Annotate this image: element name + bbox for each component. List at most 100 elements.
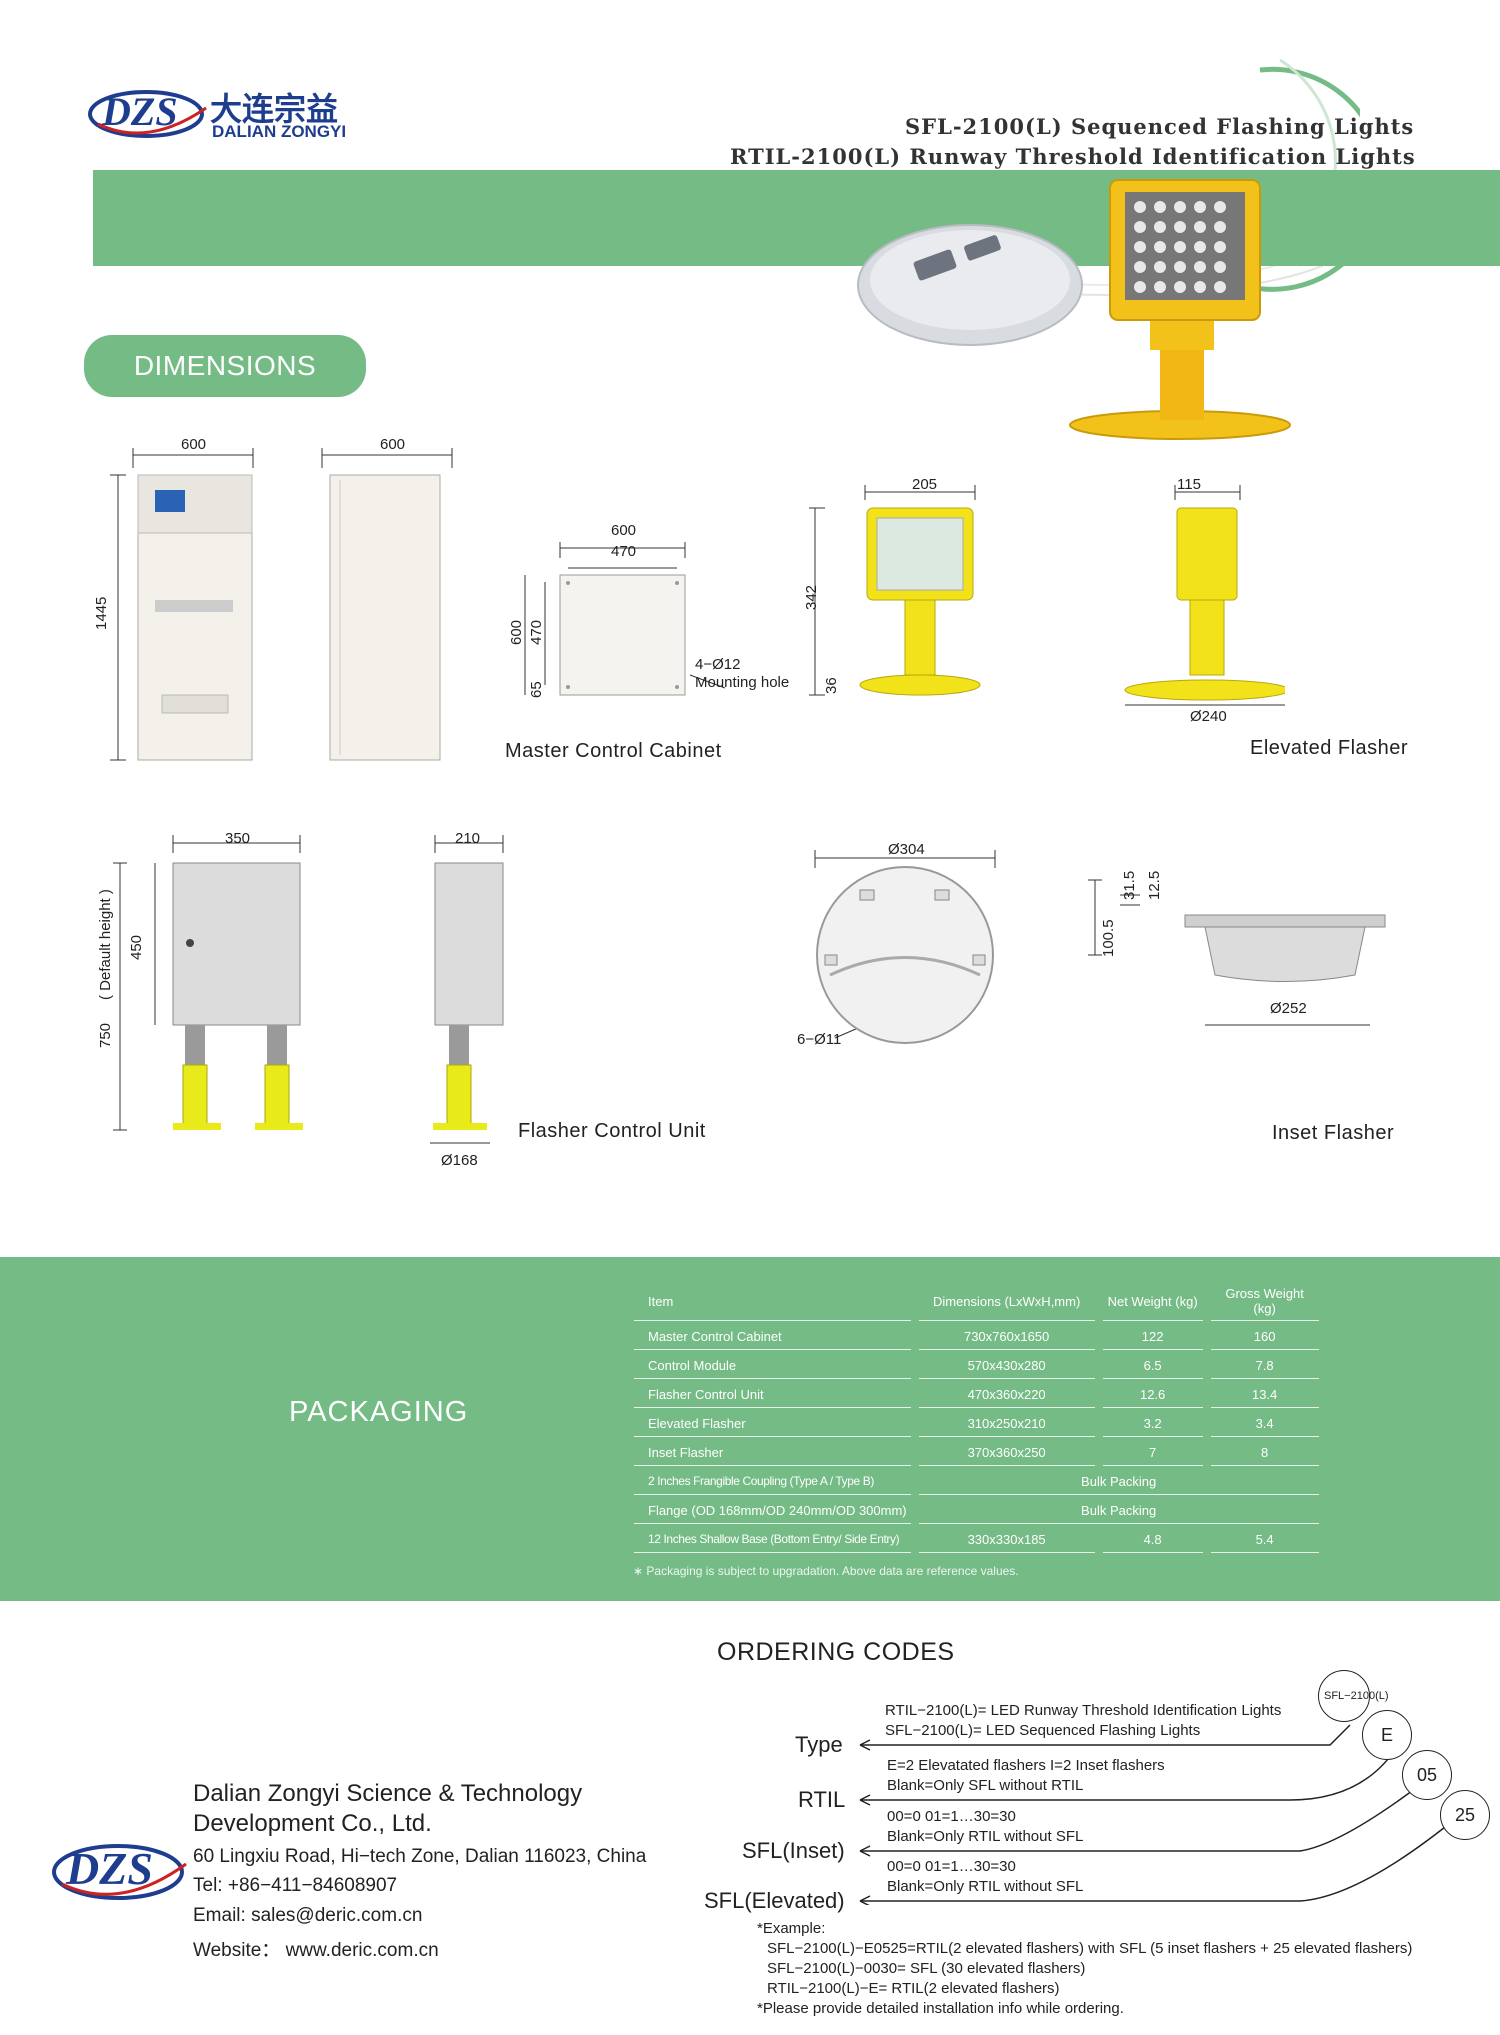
table-cell: Bulk Packing <box>918 1466 1319 1495</box>
cabinet-height: 1445 <box>93 596 110 630</box>
dimensions-heading: DIMENSIONS <box>84 335 366 397</box>
elevated-line-1: 00=0 01=1…30=30 <box>887 1858 1016 1875</box>
master-cabinet-label: Master Control Cabinet <box>505 740 722 762</box>
table-cell: 8 <box>1210 1437 1319 1466</box>
rtil-line-2: Blank=Only SFL without RTIL <box>887 1777 1084 1794</box>
example-line-1: SFL−2100(L)−E0525=RTIL(2 elevated flashe… <box>767 1940 1413 1957</box>
company-website: Website： www.deric.com.cn <box>193 1940 439 1961</box>
example-line-4: *Please provide detailed installation in… <box>757 2000 1124 2017</box>
code-model: SFL−2100(L) <box>1324 1690 1389 1702</box>
table-row: Elevated Flasher 310x250x210 3.2 3.4 <box>634 1408 1319 1437</box>
rtil-line-1: E=2 Elevatated flashers I=2 Inset flashe… <box>887 1757 1165 1774</box>
table-row: Control Module 570x430x280 6.5 7.8 <box>634 1350 1319 1379</box>
packaging-table: Item Dimensions (LxWxH,mm) Net Weight (k… <box>626 1280 1327 1553</box>
cabinet-base-drawing <box>524 542 726 696</box>
mounting-hole-spec: 4−Ø12 <box>695 656 741 673</box>
company-email: Email: sales@deric.com.cn <box>193 1905 423 1926</box>
table-cell: Inset Flasher <box>634 1437 911 1466</box>
inset-base-diameter: Ø252 <box>1270 1000 1307 1017</box>
mounting-hole-label: Mounting hole <box>695 674 790 691</box>
table-cell: 310x250x210 <box>918 1408 1095 1437</box>
inset-h1: 31.5 <box>1121 870 1138 900</box>
table-row: Flange (OD 168mm/OD 240mm/OD 300mm) Bulk… <box>634 1495 1319 1524</box>
title-line-2: RTIL-2100(L) Runway Threshold Identifica… <box>730 144 1416 169</box>
table-row: 2 Inches Frangible Coupling (Type A / Ty… <box>634 1466 1319 1495</box>
col-net-weight: Net Weight (kg) <box>1102 1280 1203 1321</box>
cabinet-side-width: 600 <box>380 436 406 453</box>
master-cabinet-drawing <box>110 448 453 761</box>
table-row: 12 Inches Shallow Base (Bottom Entry/ Si… <box>634 1524 1319 1553</box>
table-cell: 12 Inches Shallow Base (Bottom Entry/ Si… <box>634 1524 911 1553</box>
title-line-1: SFL-2100(L) Sequenced Flashing Lights <box>905 114 1415 139</box>
type-label: Type <box>795 1732 843 1757</box>
elevated-width: 205 <box>912 476 938 493</box>
elevated-base-height: 36 <box>823 677 840 694</box>
ordering-heading: ORDERING CODES <box>717 1638 955 1666</box>
table-cell: Bulk Packing <box>918 1495 1319 1524</box>
elevated-base-diameter: Ø240 <box>1190 708 1227 725</box>
ordering-arrows <box>859 1724 1461 1905</box>
col-item: Item <box>634 1280 911 1321</box>
table-row: Flasher Control Unit 470x360x220 12.6 13… <box>634 1379 1319 1408</box>
base-inner-width: 470 <box>611 543 637 560</box>
fcu-box-height: 450 <box>128 934 145 960</box>
logo-cn: 大连宗益 <box>210 91 339 127</box>
hero-inset-flasher-image <box>857 224 1083 346</box>
table-cell: Control Module <box>634 1350 911 1379</box>
elevated-flasher-drawing <box>809 485 1285 706</box>
code-rtil: E <box>1380 1724 1393 1745</box>
packaging-note: ∗ Packaging is subject to upgradation. A… <box>633 1564 1019 1578</box>
fcu-base-diameter: Ø168 <box>441 1152 478 1169</box>
logo-mark: DZS <box>102 89 178 134</box>
base-offset: 65 <box>528 681 545 698</box>
company-logo-mark: DZS <box>66 1843 153 1894</box>
company-name-2: Development Co., Ltd. <box>193 1810 432 1837</box>
flasher-control-unit-drawing <box>113 835 504 1144</box>
table-row: Master Control Cabinet 730x760x1650 122 … <box>634 1321 1319 1350</box>
col-gross-weight: Gross Weight (kg) <box>1210 1280 1319 1321</box>
type-line-1: RTIL−2100(L)= LED Runway Threshold Ident… <box>885 1702 1282 1719</box>
logo-swoosh-icon <box>88 90 207 138</box>
inset-flasher-drawing <box>814 850 1386 1044</box>
company-address: 60 Lingxiu Road, Hi−tech Zone, Dalian 11… <box>193 1846 647 1867</box>
inset-label: SFL(Inset) <box>742 1838 845 1863</box>
table-cell: Elevated Flasher <box>634 1408 911 1437</box>
packaging-band <box>0 1257 1500 1601</box>
code-inset: 05 <box>1416 1764 1438 1785</box>
inset-flasher-label: Inset Flasher <box>1272 1122 1395 1144</box>
flasher-control-unit-label: Flasher Control Unit <box>518 1120 706 1142</box>
packaging-heading: PACKAGING <box>289 1396 469 1428</box>
table-cell: 7.8 <box>1210 1350 1319 1379</box>
code-circle-rtil: E <box>1362 1710 1412 1760</box>
col-dimensions: Dimensions (LxWxH,mm) <box>918 1280 1095 1321</box>
table-cell: 330x330x185 <box>918 1524 1095 1553</box>
table-cell: 2 Inches Frangible Coupling (Type A / Ty… <box>634 1466 911 1495</box>
header-logo: DZS 大连宗益 DALIAN ZONGYI <box>88 78 388 148</box>
table-cell: 570x430x280 <box>918 1350 1095 1379</box>
example-line-0: *Example: <box>757 1920 826 1937</box>
table-cell: 3.4 <box>1210 1408 1319 1437</box>
hero-elevated-flasher-image <box>1069 179 1291 440</box>
table-cell: 3.2 <box>1102 1408 1203 1437</box>
elevated-label: SFL(Elevated) <box>704 1888 845 1913</box>
table-cell: Master Control Cabinet <box>634 1321 911 1350</box>
company-logo-swoosh-icon <box>52 1844 187 1900</box>
company-tel: Tel: +86−411−84608907 <box>193 1875 398 1896</box>
fcu-width: 350 <box>225 830 251 847</box>
type-line-2: SFL−2100(L)= LED Sequenced Flashing Ligh… <box>885 1722 1201 1739</box>
code-circle-elevated: 25 <box>1440 1790 1490 1840</box>
table-cell: 4.8 <box>1102 1524 1203 1553</box>
inset-diameter: Ø304 <box>888 841 925 858</box>
table-cell: 6.5 <box>1102 1350 1203 1379</box>
inset-h3: 100.5 <box>1100 919 1117 957</box>
fcu-total-height: 750 <box>97 1022 114 1048</box>
table-cell: Flange (OD 168mm/OD 240mm/OD 300mm) <box>634 1495 911 1524</box>
code-circle-model: SFL−2100(L) <box>1318 1670 1389 1722</box>
company-logo: DZS <box>50 1830 190 1910</box>
code-circle-inset: 05 <box>1402 1750 1452 1800</box>
packaging-header-row: Item Dimensions (LxWxH,mm) Net Weight (k… <box>634 1280 1319 1321</box>
company-name-1: Dalian Zongyi Science & Technology <box>193 1780 583 1807</box>
header-band <box>93 170 1500 266</box>
table-cell: 122 <box>1102 1321 1203 1350</box>
table-cell: 160 <box>1210 1321 1319 1350</box>
